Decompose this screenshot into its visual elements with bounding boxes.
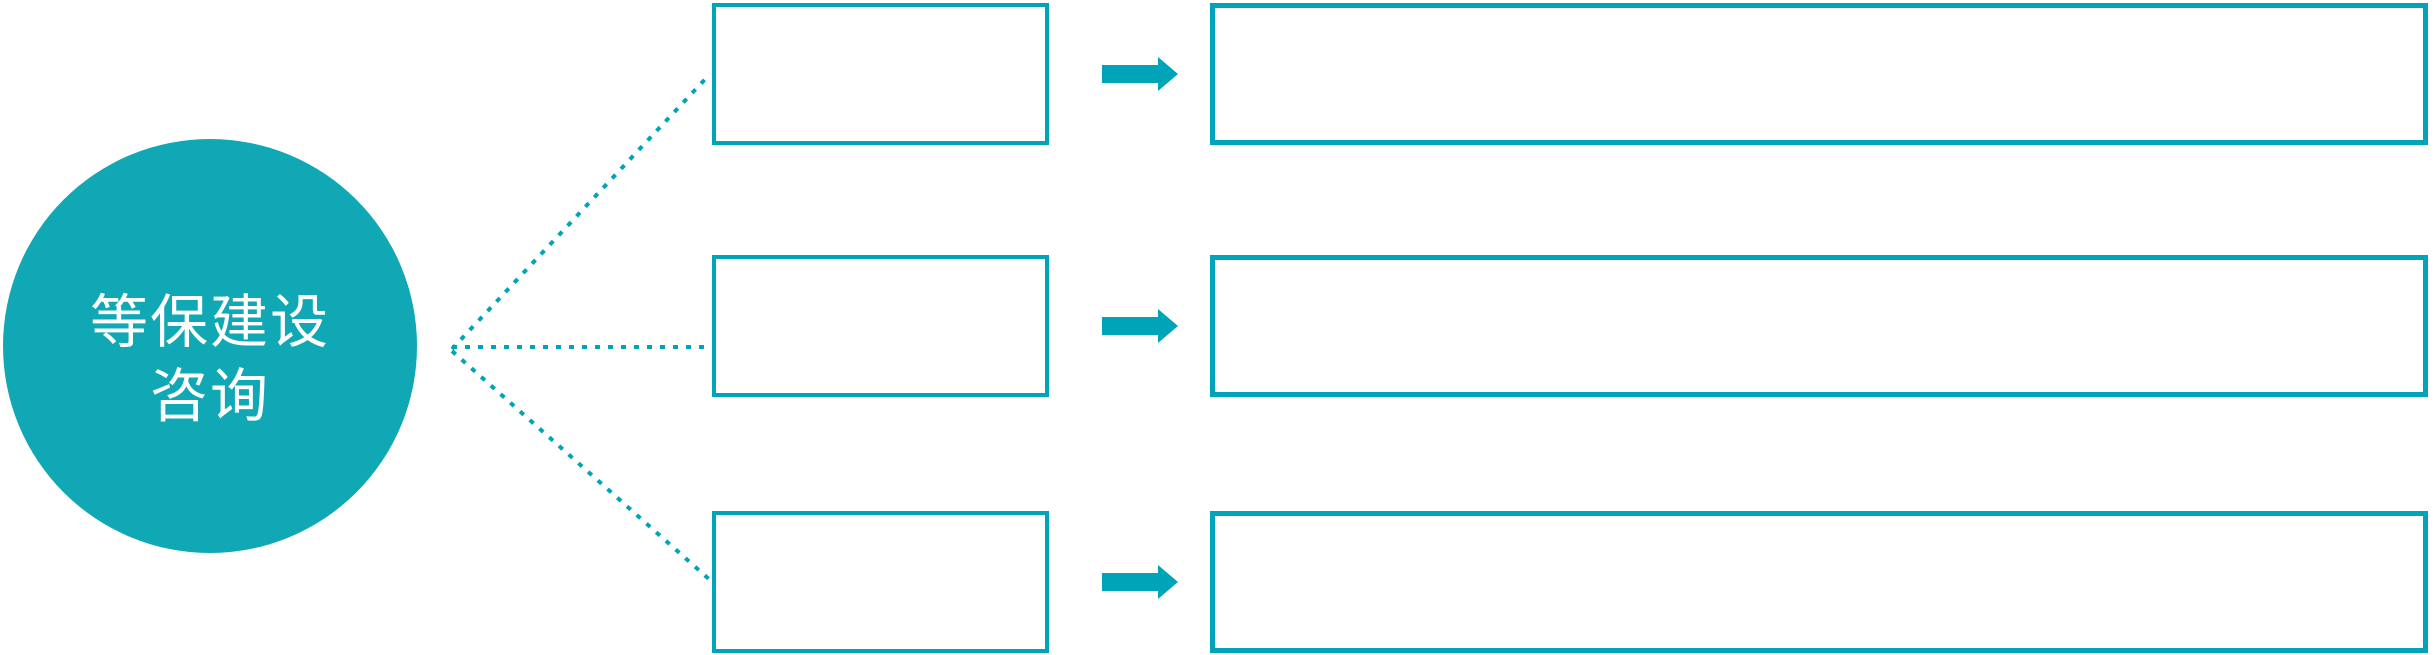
large-box-1 <box>1210 3 2428 145</box>
small-box-1 <box>712 3 1049 145</box>
arrow-right-icon <box>1102 57 1178 91</box>
small-box-3 <box>712 511 1049 653</box>
center-node-circle: 等保建设 咨询 <box>3 139 417 553</box>
small-box-2 <box>712 255 1049 397</box>
large-box-3 <box>1210 511 2428 653</box>
dotted-connector-line-top <box>450 72 712 351</box>
arrow-right-icon <box>1102 309 1178 343</box>
center-node-label-line2: 咨询 <box>149 364 270 429</box>
center-node-label-line1: 等保建设 <box>89 290 330 355</box>
center-node-label: 等保建设 咨询 <box>90 286 330 434</box>
arrow-right-icon <box>1102 565 1178 599</box>
large-box-2 <box>1210 255 2428 397</box>
dotted-connector-line-bottom <box>450 349 712 582</box>
